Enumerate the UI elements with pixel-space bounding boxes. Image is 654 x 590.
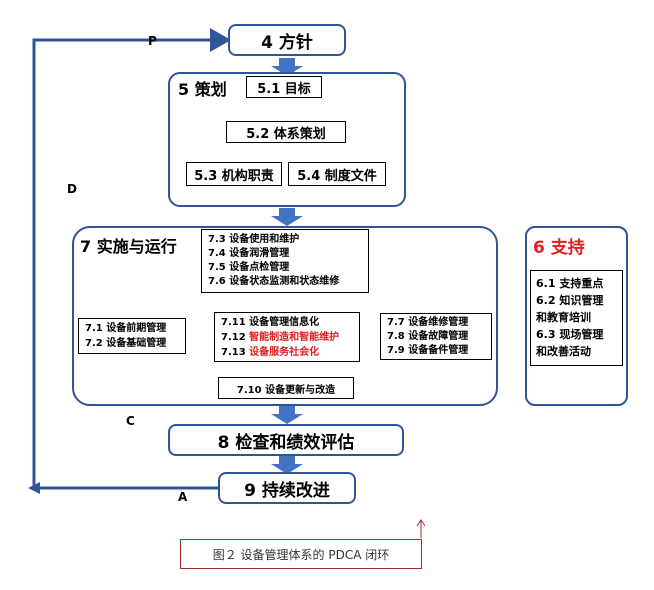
- figure-caption: 图２ 设备管理体系的 PDCA 闭环: [212, 547, 390, 562]
- item-6-3: 6.3 现场管理: [536, 328, 604, 341]
- item-7-12-number: 7.12: [221, 332, 250, 343]
- item-7-6: 7.6 设备状态监测和状态维修: [208, 276, 340, 287]
- item-7-8: 7.8 设备故障管理: [387, 331, 469, 342]
- item-7-7: 7.7 设备维修管理: [387, 317, 469, 328]
- arrow-policy-to-planning: [271, 58, 303, 76]
- item-7-1: 7.1 设备前期管理: [85, 323, 167, 334]
- implementation-title: 7 实施与运行: [80, 237, 177, 256]
- documents-label: 5.4 制度文件: [297, 168, 377, 184]
- pdca-p-label: P: [148, 34, 157, 48]
- item-7-13-text: 设备服务社会化: [249, 347, 320, 358]
- item-7-12-text: 智能制造和智能维护: [249, 332, 340, 343]
- pdca-a-label: A: [178, 490, 188, 504]
- item-7-12: 7.12 智能制造和智能维护: [221, 330, 359, 345]
- item-7-11: 7.11 设备管理信息化: [221, 317, 320, 328]
- item-6-1: 6.1 支持重点: [536, 277, 604, 290]
- item-6-3-cont: 和改善活动: [536, 345, 591, 358]
- policy-node: 4 方针: [228, 24, 346, 56]
- item-7-13: 7.13 设备服务社会化: [221, 345, 359, 360]
- item-7-5: 7.5 设备点检管理: [208, 262, 290, 273]
- caption-pointer-arrow: [416, 519, 426, 538]
- item-7-2: 7.2 设备基础管理: [85, 338, 167, 349]
- pdca-loop-line: [32, 28, 231, 490]
- item-7-9: 7.9 设备备件管理: [387, 345, 469, 356]
- pdca-d-label: D: [67, 182, 77, 196]
- foundation-box: 7.1 设备前期管理 7.2 设备基础管理: [78, 318, 186, 354]
- improvement-node: 9 持续改进: [218, 472, 356, 504]
- objectives-label: 5.1 目标: [257, 81, 311, 97]
- improvement-label: 9 持续改进: [244, 480, 330, 501]
- system-planning-label: 5.2 体系策划: [246, 126, 326, 142]
- system-planning-node: 5.2 体系策划: [226, 121, 346, 143]
- figure-caption-box: 图２ 设备管理体系的 PDCA 闭环: [180, 539, 422, 569]
- support-items-box: 6.1 支持重点 6.2 知识管理 和教育培训 6.3 现场管理 和改善活动: [530, 270, 623, 366]
- maintenance-box: 7.7 设备维修管理 7.8 设备故障管理 7.9 设备备件管理: [380, 313, 492, 360]
- item-7-13-number: 7.13: [221, 347, 250, 358]
- renewal-node: 7.10 设备更新与改造: [218, 377, 354, 399]
- support-title: 6 支持: [533, 238, 585, 258]
- arrow-evaluation-to-improvement: [271, 456, 303, 474]
- arrow-planning-to-implementation: [271, 208, 303, 226]
- item-7-4: 7.4 设备润滑管理: [208, 248, 290, 259]
- arrow-implementation-to-evaluation: [271, 406, 303, 424]
- evaluation-node: 8 检查和绩效评估: [168, 424, 404, 456]
- informatization-box: 7.11 设备管理信息化 7.12 智能制造和智能维护 7.13 设备服务社会化: [214, 312, 360, 362]
- evaluation-label: 8 检查和绩效评估: [217, 432, 355, 453]
- item-7-3: 7.3 设备使用和维护: [208, 234, 300, 245]
- roles-node: 5.3 机构职责: [186, 162, 282, 186]
- item-6-2: 6.2 知识管理: [536, 294, 604, 307]
- renewal-label: 7.10 设备更新与改造: [236, 384, 336, 396]
- operation-maintenance-box: 7.3 设备使用和维护 7.4 设备润滑管理 7.5 设备点检管理 7.6 设备…: [201, 229, 369, 293]
- documents-node: 5.4 制度文件: [288, 162, 386, 186]
- pdca-c-label: C: [126, 414, 135, 428]
- roles-label: 5.3 机构职责: [194, 168, 274, 184]
- planning-title: 5 策划: [178, 80, 227, 99]
- objectives-node: 5.1 目标: [246, 76, 322, 98]
- policy-label: 4 方针: [261, 32, 313, 53]
- loop-arrow-head-left: [28, 482, 40, 494]
- stage-flow-arrows: [271, 58, 303, 474]
- item-6-2-cont: 和教育培训: [536, 311, 591, 324]
